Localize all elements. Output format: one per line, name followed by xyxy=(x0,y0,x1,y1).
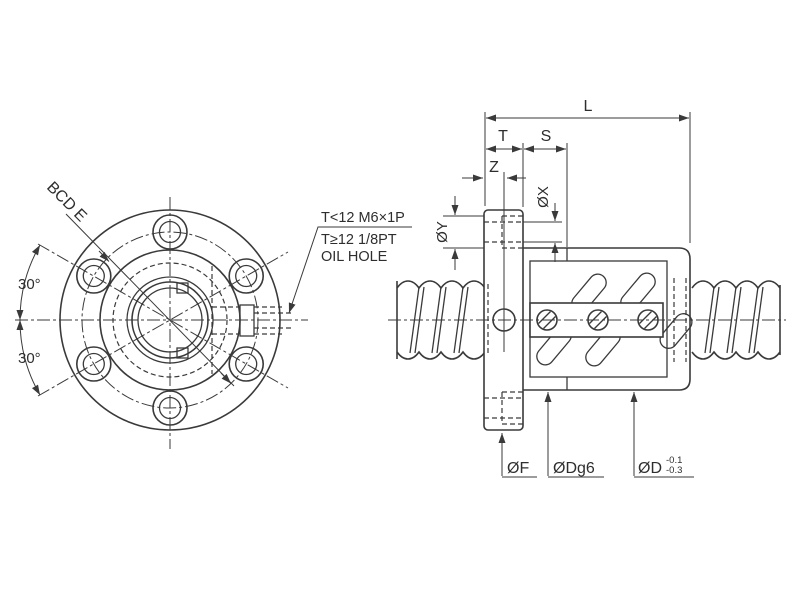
note-leader-line xyxy=(288,226,412,314)
dim-label-T: T xyxy=(498,128,508,145)
ball-pickup-notch-top xyxy=(176,282,189,294)
dimension-L: L xyxy=(484,98,691,243)
dimension-Z: Z xyxy=(462,159,526,182)
front-centerlines xyxy=(15,197,308,449)
angle-lower-label: 30° xyxy=(18,350,41,367)
bcd-label: BCD E xyxy=(43,179,90,226)
dim-label-D-tol-upper: -0.1 xyxy=(666,455,682,466)
screw-shaft-left xyxy=(396,280,486,360)
dimension-T: T xyxy=(486,128,524,207)
dim-label-S: S xyxy=(541,128,552,145)
dimension-X: ØX xyxy=(523,186,562,262)
ball-pickup-notch-bottom xyxy=(176,347,189,359)
note-line2: T≥12 1/8PT xyxy=(321,232,397,248)
oil-fitting-boss xyxy=(239,304,255,337)
dim-label-F: ØF xyxy=(507,460,529,477)
front-view: BCD E 30° 30° xyxy=(15,179,308,449)
dim-label-Y: ØY xyxy=(434,221,451,243)
dimension-Y: ØY xyxy=(434,196,484,270)
dim-label-X: ØX xyxy=(535,186,552,208)
dim-label-Z: Z xyxy=(489,159,499,176)
dim-label-Dg6: ØDg6 xyxy=(553,460,595,477)
dimension-S: S xyxy=(524,128,568,247)
angle-dimensions: 30° 30° xyxy=(16,244,41,396)
dim-label-L: L xyxy=(584,98,593,115)
dim-label-D-tol-lower: -0.3 xyxy=(666,465,682,476)
angle-upper-label: 30° xyxy=(18,276,41,293)
bcd-dimension: BCD E xyxy=(43,179,235,387)
note-line1: T<12 M6×1P xyxy=(321,210,405,226)
dimension-Dg6: ØDg6 xyxy=(544,392,604,478)
flange-bolt-holes-hidden xyxy=(484,215,523,425)
note-line3: OIL HOLE xyxy=(321,249,388,265)
dimension-F: ØF xyxy=(498,433,537,478)
callout-note: T<12 M6×1P T≥12 1/8PT OIL HOLE xyxy=(288,210,412,314)
side-view: L T S Z ØX xyxy=(388,98,786,478)
dim-label-D: ØD xyxy=(638,460,662,477)
oil-passage-hidden xyxy=(211,266,292,374)
dimension-D: ØD -0.1 -0.3 xyxy=(630,392,694,478)
